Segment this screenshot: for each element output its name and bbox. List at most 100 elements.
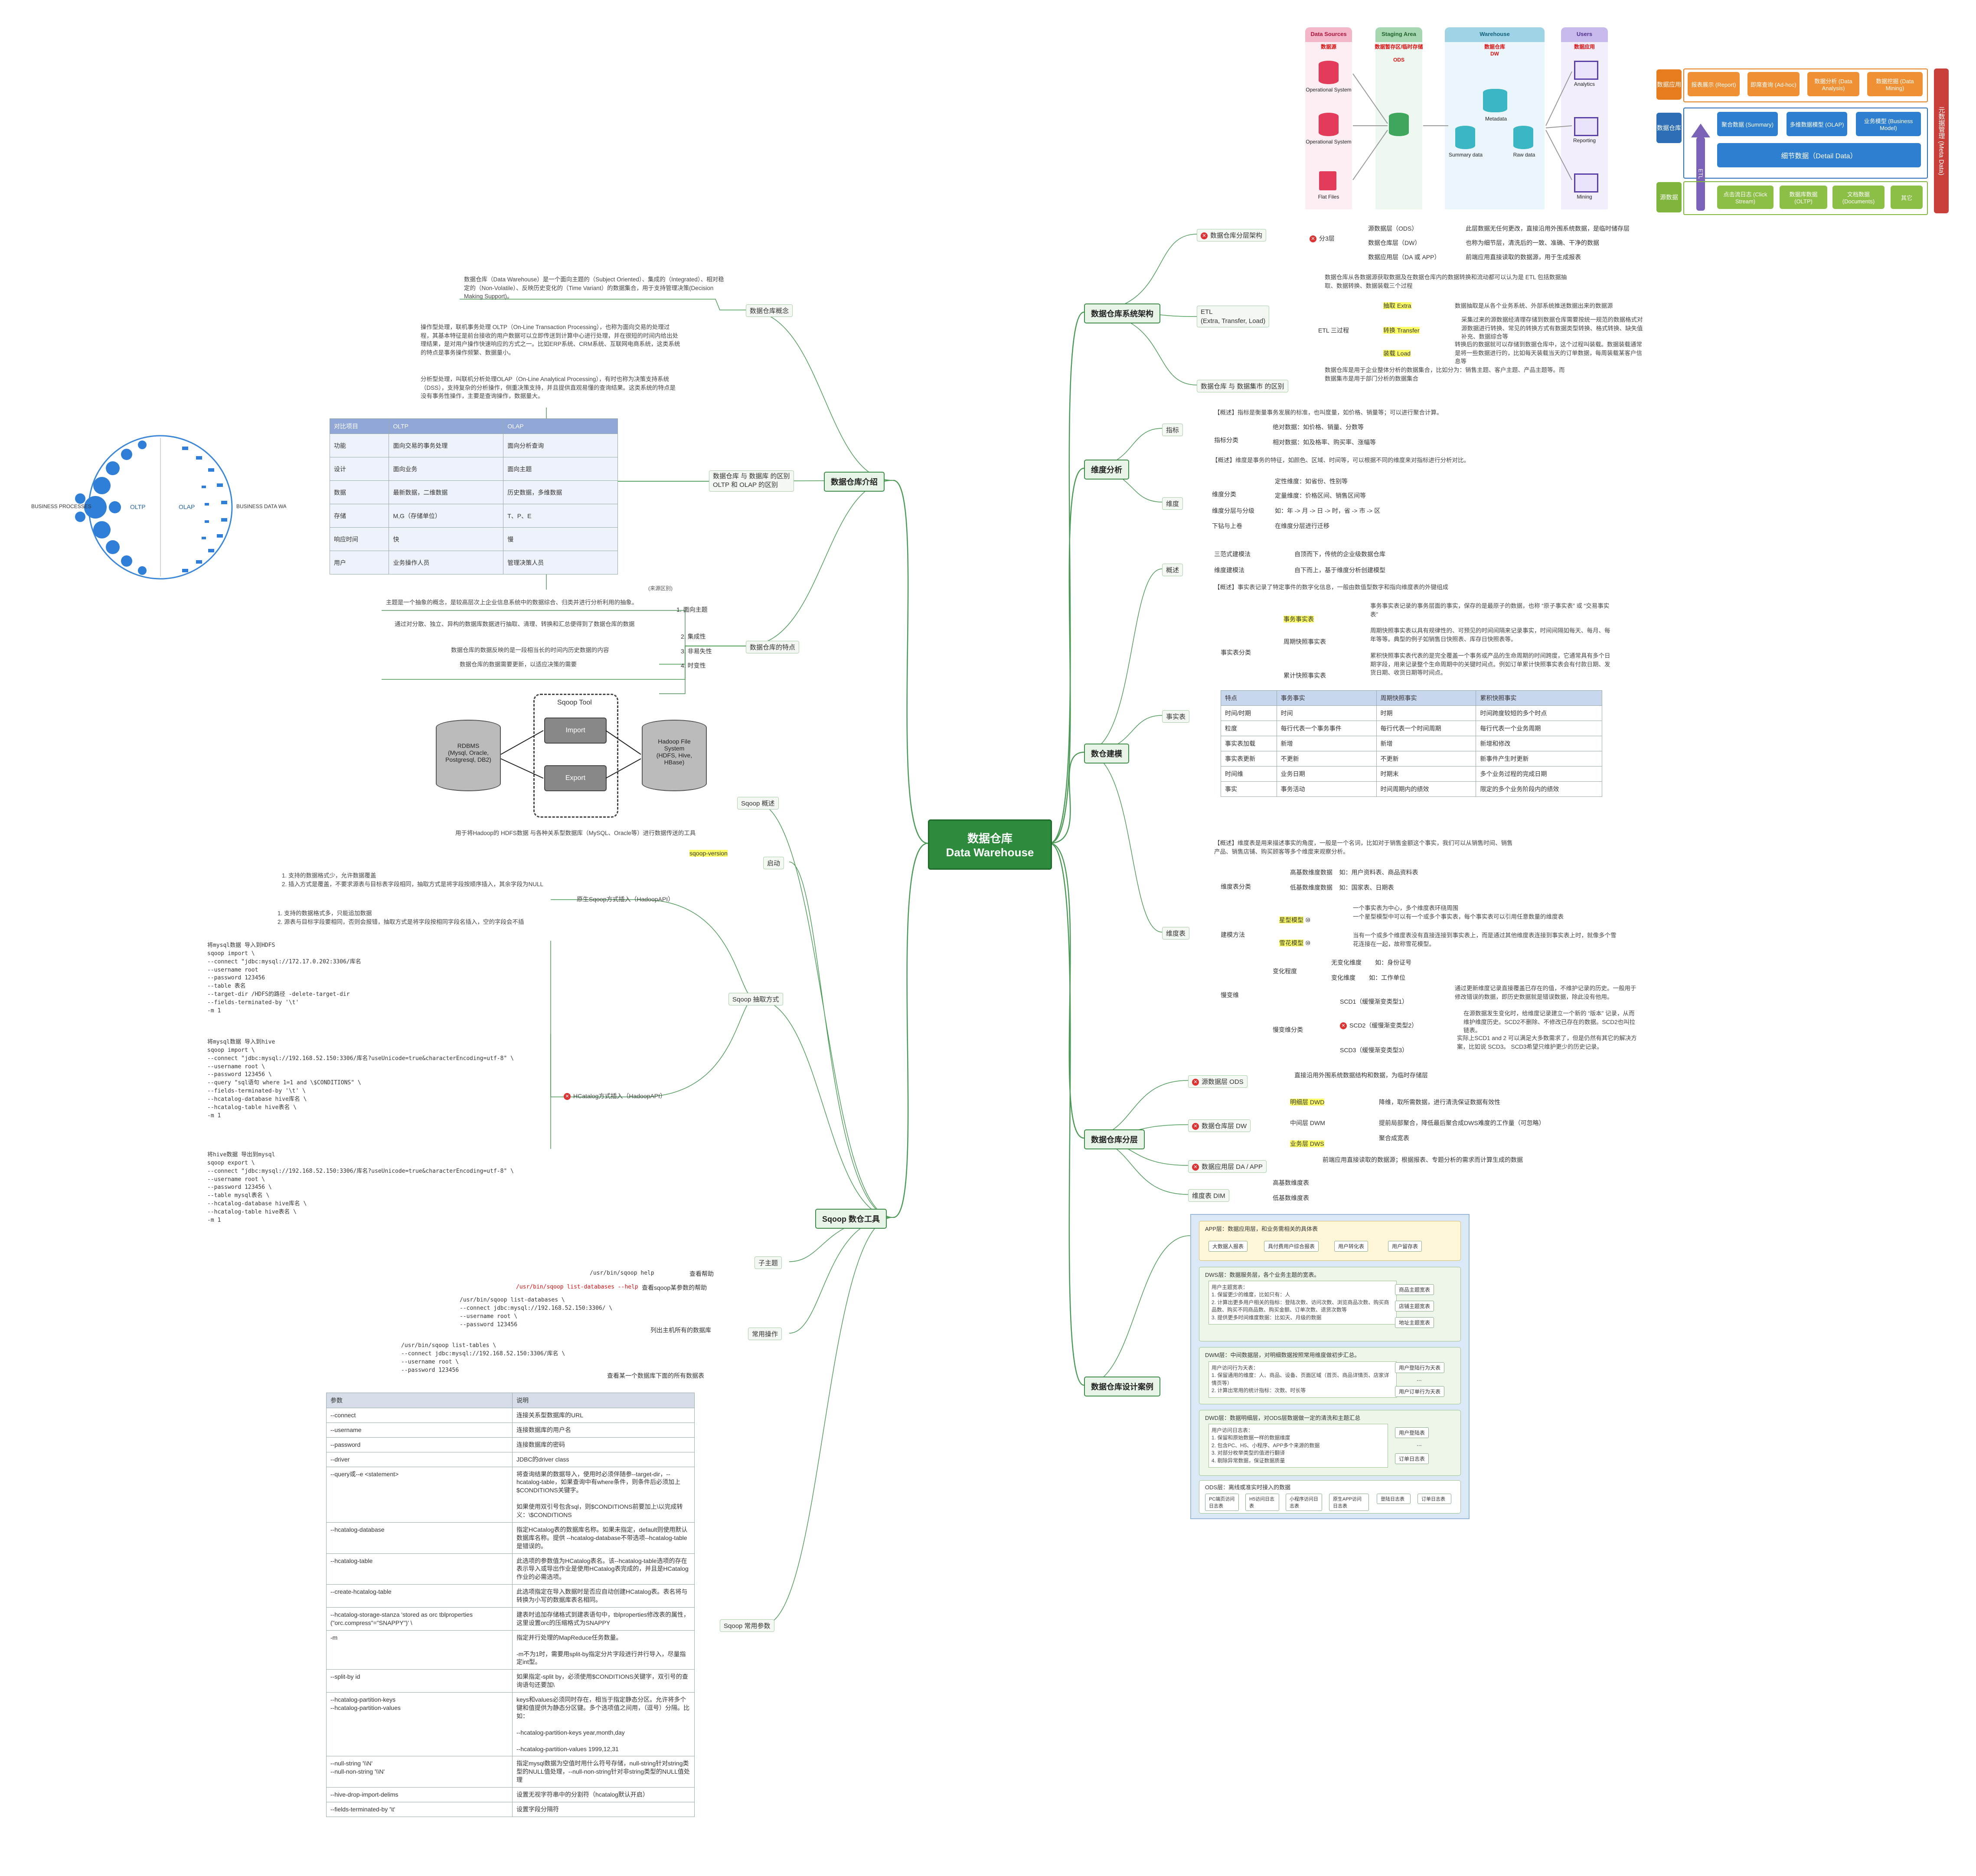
etl-transfer-text: 转换 Transfer xyxy=(1383,327,1420,334)
param-name: --hcatalog-partition-keys --hcatalog-par… xyxy=(326,1692,513,1757)
col-staging-head xyxy=(1375,27,1422,42)
col-users-cn: 数据应用 xyxy=(1574,44,1595,50)
arch-etl-label[interactable]: ETL (Extra, Transfer, Load) xyxy=(1197,306,1270,327)
model-overview[interactable]: 概述 xyxy=(1162,564,1183,576)
fact-compare-table: 特点 事务事实 周期快照事实 累积快照事实 时间/时期时间时期时间跨度较短的多个… xyxy=(1221,690,1602,797)
table-header: OLTP xyxy=(389,418,504,434)
dim-dimension[interactable]: 维度 xyxy=(1162,497,1183,510)
arch-flow-label[interactable]: ✕数据仓库分层架构 xyxy=(1197,229,1267,241)
source-label-1: Operational System xyxy=(1306,87,1352,93)
fact-class-3-desc: 累积快照事实表代表的是完全覆盖一个事务或产品的生命周期的时间跨度，它通常具有多个… xyxy=(1370,653,1610,676)
table-row: 时间/时期时间时期时间跨度较短的多个时点 xyxy=(1221,705,1602,721)
col-warehouse-title: Warehouse xyxy=(1480,31,1510,37)
table-cell: 每行代表一个事务事件 xyxy=(1276,721,1377,736)
dimtable-class-label: 维度表分类 xyxy=(1221,883,1251,890)
param-desc: keys和values必须同时存在，相当于指定静态分区。允许将多个键和值提供为静… xyxy=(512,1692,695,1757)
central-title: 数据仓库 xyxy=(967,832,1012,845)
layer-dws-text: 业务层 DWS xyxy=(1290,1140,1324,1147)
etl-load: 装载 Load xyxy=(1383,349,1411,358)
col-users-head xyxy=(1561,27,1608,42)
error-marker-icon: ✕ xyxy=(564,1093,571,1100)
sqoop-common[interactable]: 常用操作 xyxy=(748,1328,782,1340)
central-topic[interactable]: 数据仓库 Data Warehouse xyxy=(928,819,1052,870)
model-snowflake-mark: ⑩ xyxy=(1305,940,1311,946)
sqoop-hcat-text: HCatalog方式插入（HadoopAPI） xyxy=(573,1093,666,1099)
table-row: --null-string '\\N' --null-non-string '\… xyxy=(326,1756,695,1788)
layer-ods[interactable]: ✕源数据层 ODS xyxy=(1188,1075,1248,1088)
dim-drill-label: 下钻与上卷 xyxy=(1212,522,1242,529)
op-help-desc: 查看帮助 xyxy=(689,1270,714,1277)
branch-layer[interactable]: 数据仓库分层 xyxy=(1084,1129,1145,1149)
branch-arch[interactable]: 数据仓库系统架构 xyxy=(1084,303,1160,323)
table-cell: 事实表加载 xyxy=(1221,736,1277,751)
layer-dw-text: 数据仓库层 DW xyxy=(1202,1122,1247,1130)
model-3nf-desc: 自顶而下，传统的企业级数据仓库 xyxy=(1294,551,1385,558)
table-cell: 多个业务过程的完成日期 xyxy=(1476,766,1602,782)
model-fact[interactable]: 事实表 xyxy=(1162,710,1190,723)
param-desc: 连接数据库的密码 xyxy=(512,1437,695,1452)
param-desc: 指定HCatalog表的数据库名称。如果未指定，default则使用默认数据库名… xyxy=(512,1522,695,1554)
sqoop-version: sqoop-version xyxy=(689,850,728,857)
layer-dim[interactable]: 维度表 DIM xyxy=(1188,1189,1229,1202)
table-cell: 新增 xyxy=(1276,736,1377,751)
model-snowflake: 雪花模型 ⑩ xyxy=(1279,939,1310,947)
layer-app[interactable]: ✕数据应用层 DA / APP xyxy=(1188,1160,1267,1173)
sqoop-params[interactable]: Sqoop 常用参数 xyxy=(720,1619,774,1632)
table-cell: 面向交易的事务处理 xyxy=(389,434,504,457)
table-cell: 时间维 xyxy=(1221,766,1277,782)
branch-intro[interactable]: 数据仓库介绍 xyxy=(824,472,885,492)
intro-features[interactable]: 数据仓库的特点 xyxy=(746,641,800,653)
source-db-icon xyxy=(1319,61,1339,84)
intro-concept[interactable]: 数据仓库概念 xyxy=(746,304,793,317)
dim-indicator[interactable]: 指标 xyxy=(1162,424,1183,436)
feature-2-text: 通过对分散、独立、异构的数据库数据进行抽取、清理、转换和汇总便得到了数据仓库的数… xyxy=(395,621,635,627)
model-snowflake-desc: 当有一个或多个维度表没有直接连接到事实表上，而是通过其他维度表连接到事实表上时，… xyxy=(1353,932,1617,947)
case-app-tag: 大数据人报表 xyxy=(1208,1241,1248,1252)
table-row: 响应时间快慢 xyxy=(329,527,618,551)
table-row: 数据最新数据，二维数据历史数据，多维数据 xyxy=(329,480,618,504)
case-dwm-title: DWM层：中间数据层，对明细数据按照常用维度做初步汇总。 xyxy=(1205,1352,1360,1358)
table-cell: 功能 xyxy=(329,434,389,457)
case-dws-tag: 商品主题宽表 xyxy=(1395,1284,1434,1295)
sqoop-extract[interactable]: Sqoop 抽取方式 xyxy=(728,993,783,1005)
scd2: ✕SCD2（缓慢渐变类型2） xyxy=(1340,1021,1417,1030)
branch-case[interactable]: 数据仓库设计案例 xyxy=(1084,1377,1160,1396)
table-cell: 每行代表一个时间周期 xyxy=(1376,721,1476,736)
table-cell: 历史数据，多维数据 xyxy=(503,480,618,504)
stack-dw-item: 聚合数据 (Summary) xyxy=(1717,112,1778,136)
arch-mart-desc: 数据仓库是用于企业整体分析的数据集合，比如分为：销售主题、客户主题、产品主题等。… xyxy=(1325,367,1565,382)
etl-load-desc: 转换后的数据就可以存储到数据仓库中，这个过程叫装载。数据装载通常是将一些数据进行… xyxy=(1455,341,1642,365)
model-dimtable[interactable]: 维度表 xyxy=(1162,927,1190,940)
table-header: 说明 xyxy=(512,1393,695,1408)
branch-model[interactable]: 数仓建模 xyxy=(1084,744,1129,763)
param-name: --null-string '\\N' --null-non-string '\… xyxy=(326,1756,513,1788)
param-name: --fields-terminated-by '\t' xyxy=(326,1801,513,1817)
sqoop-code-hive: 将mysql数据 导入到hive sqoop import \ --connec… xyxy=(207,1039,514,1119)
dimtable-class-1: 高基数维度数据 如：用户资料表、商品资料表 xyxy=(1290,869,1418,876)
case-dwd-tag: ... xyxy=(1417,1440,1422,1447)
case-ods-tag: 原生APP访问日志表 xyxy=(1329,1494,1369,1511)
arch-mart-label[interactable]: 数据仓库 与 数据集市 的区别 xyxy=(1197,380,1288,392)
case-dwm-tag: 用户订单行为天表 xyxy=(1395,1386,1445,1397)
stack-dw-label: 数据仓库 xyxy=(1656,113,1682,143)
branch-dim[interactable]: 维度分析 xyxy=(1084,460,1129,480)
intro-compare[interactable]: 数据仓库 与 数据库 的区别 OLTP 和 OLAP 的区别 xyxy=(709,470,794,492)
layer-dw[interactable]: ✕数据仓库层 DW xyxy=(1188,1119,1251,1132)
sqoop-overview[interactable]: Sqoop 概述 xyxy=(737,797,779,809)
layer-ods-desc: 直接沿用外围系统数据结构和数据，为临时存储层 xyxy=(1294,1072,1428,1079)
model-dimensional-desc: 自下而上，基于维度分析创建模型 xyxy=(1294,567,1385,574)
stack-meta: 元数据管理 (Meta Data) xyxy=(1934,69,1949,213)
stack-app-item: 数据挖掘 (Data Mining) xyxy=(1867,72,1923,96)
sqoop-version-text: sqoop-version xyxy=(689,850,728,857)
col-warehouse xyxy=(1445,27,1545,209)
sqoop-overview-desc: 用于将Hadoop的 HDFS数据 与各种关系型数据库（MySQL、Oracle… xyxy=(455,830,696,836)
param-name: --connect xyxy=(326,1408,513,1423)
sqoop-start[interactable]: 启动 xyxy=(763,857,784,869)
branch-sqoop[interactable]: Sqoop 数仓工具 xyxy=(815,1209,887,1229)
sqoop-sub[interactable]: 子主题 xyxy=(754,1256,782,1269)
